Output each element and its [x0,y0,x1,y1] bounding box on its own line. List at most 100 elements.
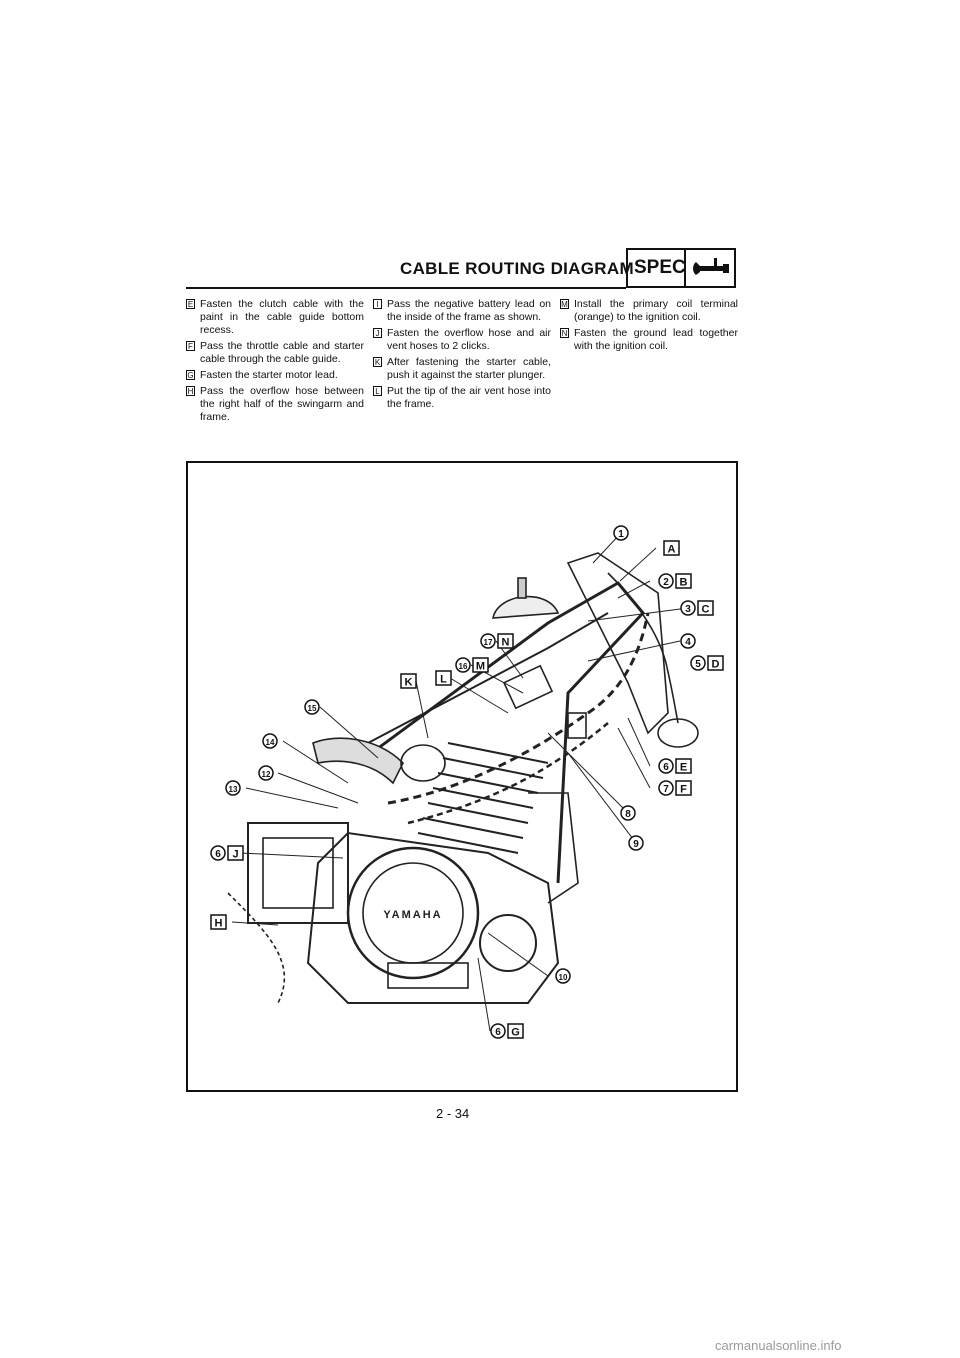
callout-letter-box [697,600,714,616]
callout-letter-box [472,657,489,673]
callout-leader-line [231,921,279,926]
callout-number: 7 [663,784,669,795]
callout-number-circle [258,765,274,781]
instruction-text: Fasten the starter motor lead. [200,369,338,381]
crankcase-cover [346,846,480,980]
instruction-column-3: M Install the primary coil terminal (oran… [560,298,738,356]
step-marker: I [373,299,382,309]
callout-label: 14 [262,733,278,749]
callout-leader-line [617,580,651,599]
callout-number-circle [555,968,571,984]
callout-letter-box [400,673,417,689]
callout-leader-line [617,727,651,789]
callout-number-circle [225,780,241,796]
callout-label: L [435,670,452,686]
brand-text: YAMAHA [383,909,442,921]
callout-number: 1 [618,529,624,540]
callout-label: A [663,540,680,556]
spec-label: SPEC [634,257,686,278]
instruction-text: Put the tip of the air vent hose into th… [387,385,551,410]
callout-letter: K [405,677,413,689]
clutch-cable [387,612,650,805]
wrench-icon [693,258,729,275]
air-vent-cap [492,595,560,619]
callout-letter-box [210,914,227,930]
step-marker: N [560,328,569,338]
callout-label: 13 [225,780,241,796]
callout-letter-box [227,845,244,861]
callout-letter: L [440,674,447,686]
callout-number-circle [690,655,706,671]
watermark: carmanualsonline.info [715,1338,842,1353]
callout-letter: A [668,544,676,556]
overflow-hose [227,892,286,1004]
step-marker: M [560,299,569,309]
callout-letter-box [435,670,452,686]
callout-number: 10 [559,973,568,982]
relay [567,712,587,739]
callout-number-circle [455,657,471,673]
callout-number: 13 [229,785,238,794]
callout-number-circle [210,845,226,861]
callout-leader-line [567,752,637,844]
callout-label: 9 [628,835,644,851]
spec-divider [684,250,686,288]
callout-number: 6 [215,849,221,860]
callout-label: 15 [304,699,320,715]
callout-letter-box [675,780,692,796]
callout-number-circle [680,600,696,616]
callout-letter: H [215,918,223,930]
callout-leader-line [487,932,549,977]
callout-leader-line [587,607,689,622]
battery [262,837,334,909]
instruction-item: M Install the primary coil terminal (oran… [560,298,738,324]
callout-letter-box [507,1023,524,1039]
callout-leader-line [627,717,651,767]
rear-frame [528,792,579,904]
callout-leader-line [282,740,349,784]
step-marker: G [186,370,195,380]
callout-letter: E [680,762,687,774]
page-header: CABLE ROUTING DIAGRAM SPEC [186,248,738,290]
callout-number-circle [680,633,696,649]
frame-rail [367,612,609,744]
callout-letter-box [675,573,692,589]
carburetor [400,744,446,782]
callout-label: K [400,673,417,689]
callout-number: 8 [625,809,631,820]
callout-number-circle [480,633,496,649]
callout-number-circle [262,733,278,749]
callout-letter: D [712,659,720,671]
engine-outline [306,831,560,1004]
callout-letter: C [702,604,710,616]
callout-label: 10 [555,968,571,984]
callout-number-circle [628,835,644,851]
callout-number: 2 [663,577,669,588]
callout-letter: M [476,661,485,673]
instruction-item: G Fasten the starter motor lead. [186,369,364,382]
callout-number: 12 [262,770,271,779]
step-marker: K [373,357,382,367]
instruction-text: Pass the overflow hose between the right… [200,385,364,423]
callout-letter: J [232,849,238,861]
instruction-text: Fasten the overflow hose and air vent ho… [387,327,551,352]
callout-leader-line [245,787,339,809]
callout-label: H [210,914,227,930]
callout-number-circle [304,699,320,715]
callout-letter-box [497,633,514,649]
callout-number: 17 [484,638,493,647]
instruction-text: Install the primary coil terminal (orang… [574,298,738,323]
